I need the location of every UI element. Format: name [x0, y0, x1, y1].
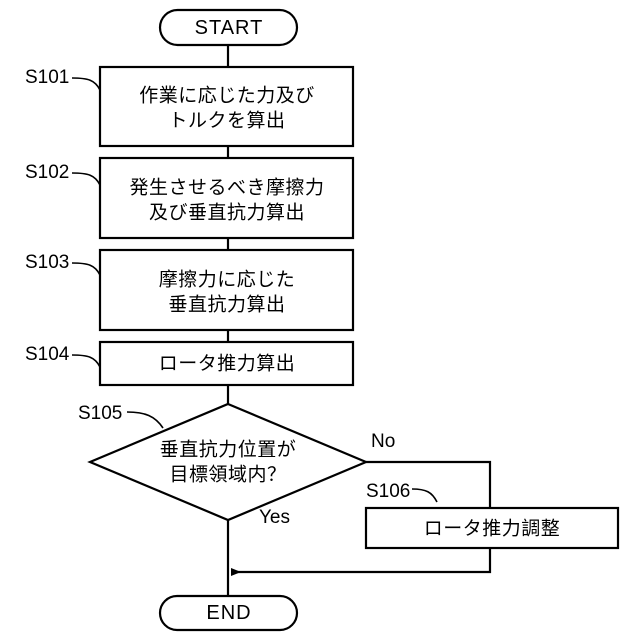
s104-box: [98, 340, 355, 387]
s105-text-line-1: 垂直抗力位置が: [160, 439, 297, 461]
s101-leader-line: [71, 77, 101, 91]
end-label: END: [206, 602, 251, 624]
s106-step-label: S106: [366, 481, 410, 502]
node-s104: ロータ推力算出 S104: [25, 340, 355, 387]
start-oval: [158, 8, 299, 47]
s105-text-line-2: 目標領域内？: [169, 464, 286, 486]
s105-branch-yes-label: Yes: [259, 507, 290, 528]
s104-text-line-1: ロータ推力算出: [159, 353, 296, 375]
s103-step-label: S103: [25, 252, 69, 273]
s103-box: [98, 248, 355, 332]
s102-leader-line: [71, 172, 101, 186]
s104-leader-line: [71, 354, 101, 368]
s102-step-label: S102: [25, 162, 69, 183]
s101-text-line-1: 作業に応じた力及び: [139, 85, 315, 107]
s101-text-line-2: トルクを算出: [168, 110, 285, 132]
s106-box: [364, 506, 620, 550]
node-s105: 垂直抗力位置が 目標領域内？ S105 No Yes: [78, 402, 395, 528]
s105-diamond: [87, 402, 369, 522]
s103-text-line-1: 摩擦力に応じた: [159, 269, 296, 291]
s102-text-line-2: 及び垂直抗力算出: [149, 202, 305, 224]
s101-step-label: S101: [25, 67, 69, 88]
node-s101: 作業に応じた力及び トルクを算出 S101: [25, 65, 355, 148]
s105-branch-no-label: No: [371, 431, 395, 452]
s102-text-line-1: 発生させるべき摩擦力: [129, 177, 324, 199]
s101-box: [98, 65, 355, 148]
s102-box: [98, 156, 355, 240]
node-end: END: [158, 594, 299, 632]
s104-step-label: S104: [25, 344, 70, 365]
s103-leader-line: [71, 262, 101, 276]
node-s102: 発生させるべき摩擦力 及び垂直抗力算出 S102: [25, 156, 355, 240]
s106-leader-line: [411, 488, 438, 503]
start-label: START: [195, 17, 264, 39]
s105-leader-line: [126, 411, 164, 429]
s105-step-label: S105: [78, 403, 122, 424]
node-start: START: [158, 8, 299, 47]
node-s106: ロータ推力調整 S106: [364, 481, 620, 550]
end-oval: [158, 594, 299, 632]
s103-text-line-2: 垂直抗力算出: [168, 294, 285, 316]
connector-s106-feedback-to-end-spine: [231, 548, 492, 576]
connector-s105-no-to-s106: [366, 460, 492, 508]
node-s103: 摩擦力に応じた 垂直抗力算出 S103: [25, 248, 355, 332]
connector-group: [226, 45, 492, 596]
s106-text-line-1: ロータ推力調整: [424, 518, 561, 540]
